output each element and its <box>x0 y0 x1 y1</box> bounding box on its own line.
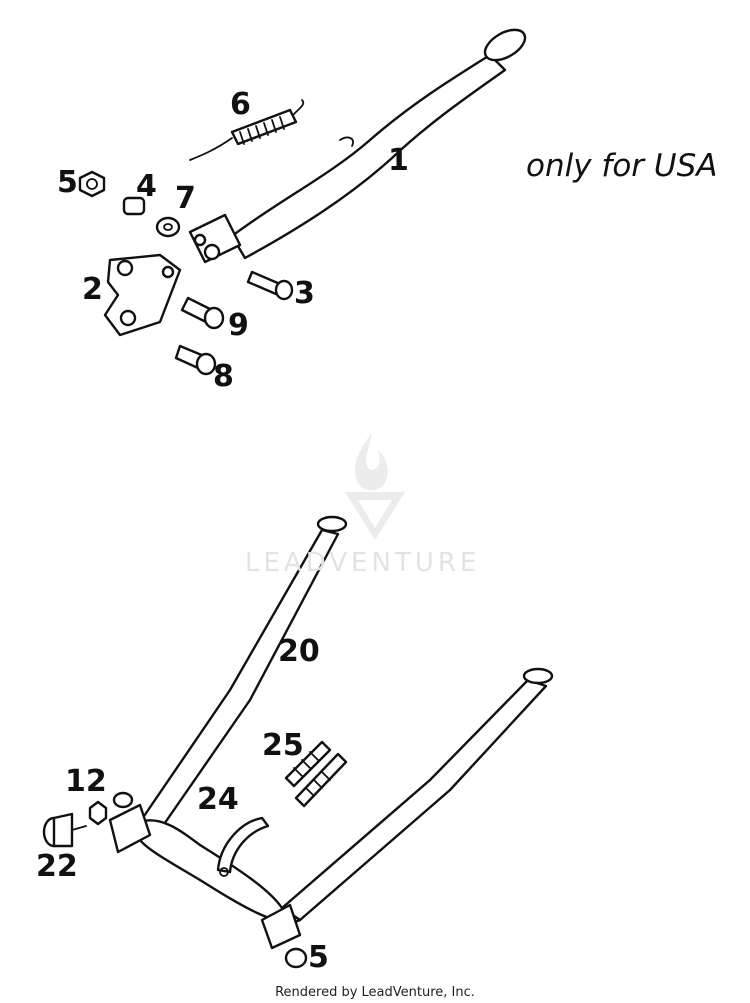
callout-9: 9 <box>228 308 249 343</box>
hex-nut <box>78 170 106 198</box>
callout-1: 1 <box>388 143 409 178</box>
screw-8 <box>174 344 217 376</box>
callout-4: 4 <box>136 169 157 204</box>
watermark-logo <box>345 432 405 540</box>
footer-credit: Rendered by LeadVenture, Inc. <box>275 985 475 1000</box>
strap <box>216 816 270 877</box>
screw-9 <box>180 296 225 330</box>
cap-nut-5 <box>284 947 308 969</box>
washer <box>155 216 181 238</box>
usa-note: only for USA <box>526 148 718 184</box>
callout-3: 3 <box>294 276 315 311</box>
callout-5-bottom: 5 <box>308 940 329 975</box>
callout-25: 25 <box>262 728 304 763</box>
springs <box>284 740 348 808</box>
callout-5-top: 5 <box>57 165 78 200</box>
callout-2: 2 <box>82 272 103 307</box>
spring <box>189 99 305 161</box>
callout-22: 22 <box>36 849 78 884</box>
rubber-stop-22 <box>42 812 87 848</box>
center-stand <box>108 515 554 950</box>
callout-8: 8 <box>213 359 234 394</box>
callout-24: 24 <box>197 782 239 817</box>
callout-7: 7 <box>175 181 196 216</box>
callout-12: 12 <box>65 764 107 799</box>
nut-12 <box>88 800 108 826</box>
callout-20: 20 <box>278 634 320 669</box>
watermark-text: LEADVENTURE <box>245 548 481 578</box>
callout-6: 6 <box>230 87 251 122</box>
bushing <box>122 196 146 216</box>
side-stand <box>188 28 527 264</box>
screw-3 <box>246 270 294 301</box>
bracket <box>103 253 182 337</box>
